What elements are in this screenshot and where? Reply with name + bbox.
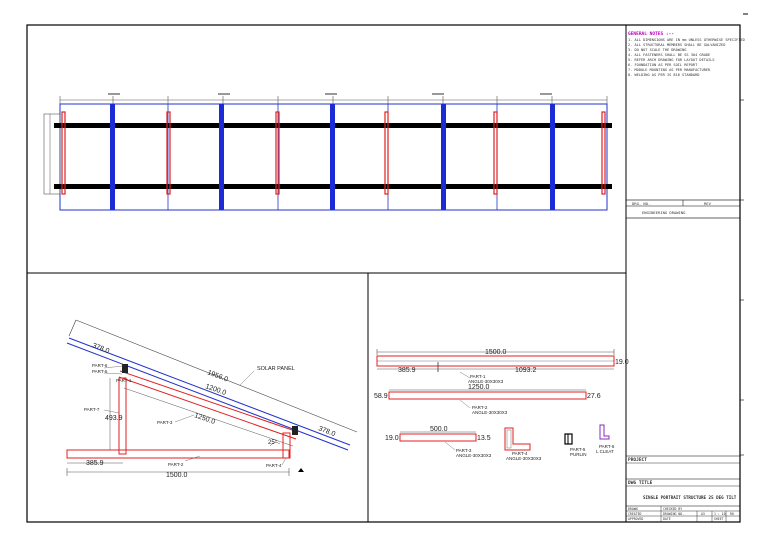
part7-label: PART-7 xyxy=(84,407,100,412)
project-label: PROJECT xyxy=(628,457,647,463)
solar-panel-label: SOLAR PANEL xyxy=(257,366,295,372)
dim-rafter-1200: 1200.0 xyxy=(204,383,227,397)
part4-bracket xyxy=(504,427,531,451)
p3-spec: ANGLE-30X30X3 xyxy=(456,453,492,458)
title-block: GENERAL NOTES :-- 1. ALL DIMENSIONS ARE … xyxy=(625,31,745,522)
p3-right: 13.5 xyxy=(477,435,491,442)
note-line: 4. ALL FASTENERS SHALL BE SS 304 GRADE xyxy=(628,53,710,57)
footer-r2-c3: A3 xyxy=(701,512,705,516)
p1-spec: ANGLE-30X30X3 xyxy=(468,379,504,384)
p3-left: 19.0 xyxy=(385,435,399,442)
block1-value: REV xyxy=(704,201,712,206)
angle-label: 25° xyxy=(268,440,278,446)
title-value: SINGLE PORTRAIT STRUCTURE 25 DEG TILT xyxy=(643,495,737,500)
p2-left: 58.9 xyxy=(374,393,388,400)
p5-label: PART-5 xyxy=(570,447,586,452)
clamp-icon xyxy=(292,426,298,435)
block1-label: DRG. NO. xyxy=(632,201,650,206)
p4-label: PART-4 xyxy=(512,451,528,456)
footer-r3-c4: SHEET xyxy=(714,517,724,521)
clamp-icon xyxy=(122,364,128,373)
plan-view xyxy=(43,93,612,211)
dim-rafter-1250: 1250.0 xyxy=(193,412,216,426)
dim-panel-length: 1956.0 xyxy=(206,369,229,383)
p5-spec: PURLIN xyxy=(570,452,587,457)
part5-label: PART-5 xyxy=(92,369,108,374)
footer-r2-c5: R0 xyxy=(730,512,734,516)
footer-r2-c4: 1 : 10 xyxy=(714,512,726,516)
notes-heading: GENERAL NOTES :-- xyxy=(628,31,674,37)
p6-spec: L CLEAT xyxy=(596,449,614,454)
p6-label: PART-6 xyxy=(599,444,615,449)
part2-member xyxy=(388,391,587,400)
p2-right: 27.6 xyxy=(587,393,601,400)
p3-label: PART-3 xyxy=(456,448,472,453)
parts-view: 1500.0 19.0 385.9 1093.2 PART-1 ANGLE-30… xyxy=(374,349,629,461)
p1-end: 19.0 xyxy=(615,359,629,366)
dim-base: 1500.0 xyxy=(166,472,188,479)
part3-member xyxy=(399,433,477,442)
p4-spec: ANGLE-30X30X3 xyxy=(506,456,542,461)
title-label: DWG TITLE xyxy=(628,480,653,486)
footer-r2-c1: CREATED xyxy=(628,512,642,516)
dim-base-offset: 385.9 xyxy=(86,460,104,467)
dim-height: 493.9 xyxy=(105,415,123,422)
p2-spec: ANGLE-30X30X3 xyxy=(472,410,508,415)
part4-label: PART-4 xyxy=(266,463,282,468)
note-line: 5. REFER ARCH DRAWING FOR LAYOUT DETAILS xyxy=(628,58,715,62)
p1-label: PART-1 xyxy=(470,374,486,379)
p2-label: PART-2 xyxy=(472,405,488,410)
note-line: 3. DO NOT SCALE THE DRAWING xyxy=(628,48,686,52)
note-line: 2. ALL STRUCTURAL MEMBERS SHALL BE GALVA… xyxy=(628,43,725,47)
p3-total: 500.0 xyxy=(430,426,448,433)
notes-list: 1. ALL DIMENSIONS ARE IN mm UNLESS OTHER… xyxy=(628,38,745,77)
p1-left: 385.9 xyxy=(398,367,416,374)
block1-sub: ENGINEERING DRAWING xyxy=(642,210,686,215)
p2-total: 1250.0 xyxy=(468,384,490,391)
footer-r3-c2: DATE xyxy=(663,517,671,521)
note-line: 8. WELDING AS PER IS 816 STANDARD xyxy=(628,73,699,77)
note-line: 7. MODULE MOUNTING AS PER MANUFACTURER xyxy=(628,68,711,72)
footer-r2-c2: DRAWING NO. xyxy=(663,512,684,516)
side-view: 378.0 1956.0 SOLAR PANEL 1200.0 1250.0 3… xyxy=(66,319,358,479)
p1-right: 1093.2 xyxy=(515,367,537,374)
part1-label: PART-1 xyxy=(116,378,132,383)
part3-label: PART-3 xyxy=(157,420,173,425)
note-line: 1. ALL DIMENSIONS ARE IN mm UNLESS OTHER… xyxy=(628,38,745,42)
part2-label: PART-2 xyxy=(168,462,184,467)
p1-total: 1500.0 xyxy=(485,349,507,356)
footer-r1-c1: DRAWN xyxy=(628,507,638,511)
part6-label: PART-6 xyxy=(92,363,108,368)
part6-cleat xyxy=(599,424,610,440)
footer-r1-c2: CHECKED BY xyxy=(663,507,682,511)
footer-r3-c1: APPROVED xyxy=(628,517,643,521)
note-line: 6. FOUNDATION AS PER SOIL REPORT xyxy=(628,63,698,67)
